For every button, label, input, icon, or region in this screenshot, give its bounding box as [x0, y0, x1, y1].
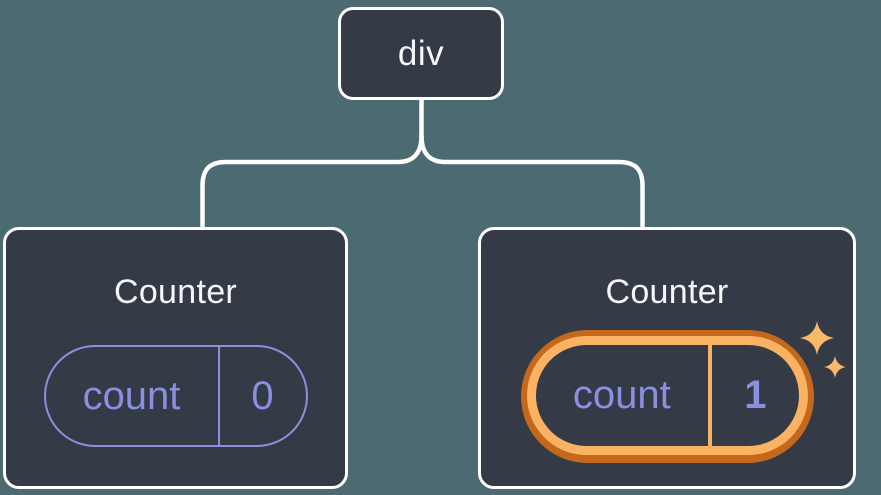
state-name-label: count	[536, 345, 713, 447]
counter-card-title: Counter	[605, 273, 729, 311]
state-value: 1	[744, 373, 767, 418]
state-pill: count 0	[43, 345, 308, 448]
state-pill-highlight-ring: count 1	[520, 330, 814, 464]
counter-card-title: Counter	[113, 273, 238, 311]
root-node-label: div	[397, 33, 445, 73]
state-pill-highlight-band: count 1	[526, 336, 808, 456]
connector-branch-right	[419, 133, 645, 229]
root-node-div: div	[338, 7, 504, 100]
counter-card-left: Counter count 0	[3, 227, 348, 489]
state-name-label: count	[46, 347, 220, 446]
connector-branch-left	[200, 133, 424, 229]
state-value: 0	[251, 373, 274, 418]
counter-card-right: Counter count 1	[478, 227, 856, 489]
state-pill-highlighted: count 1	[535, 345, 799, 447]
